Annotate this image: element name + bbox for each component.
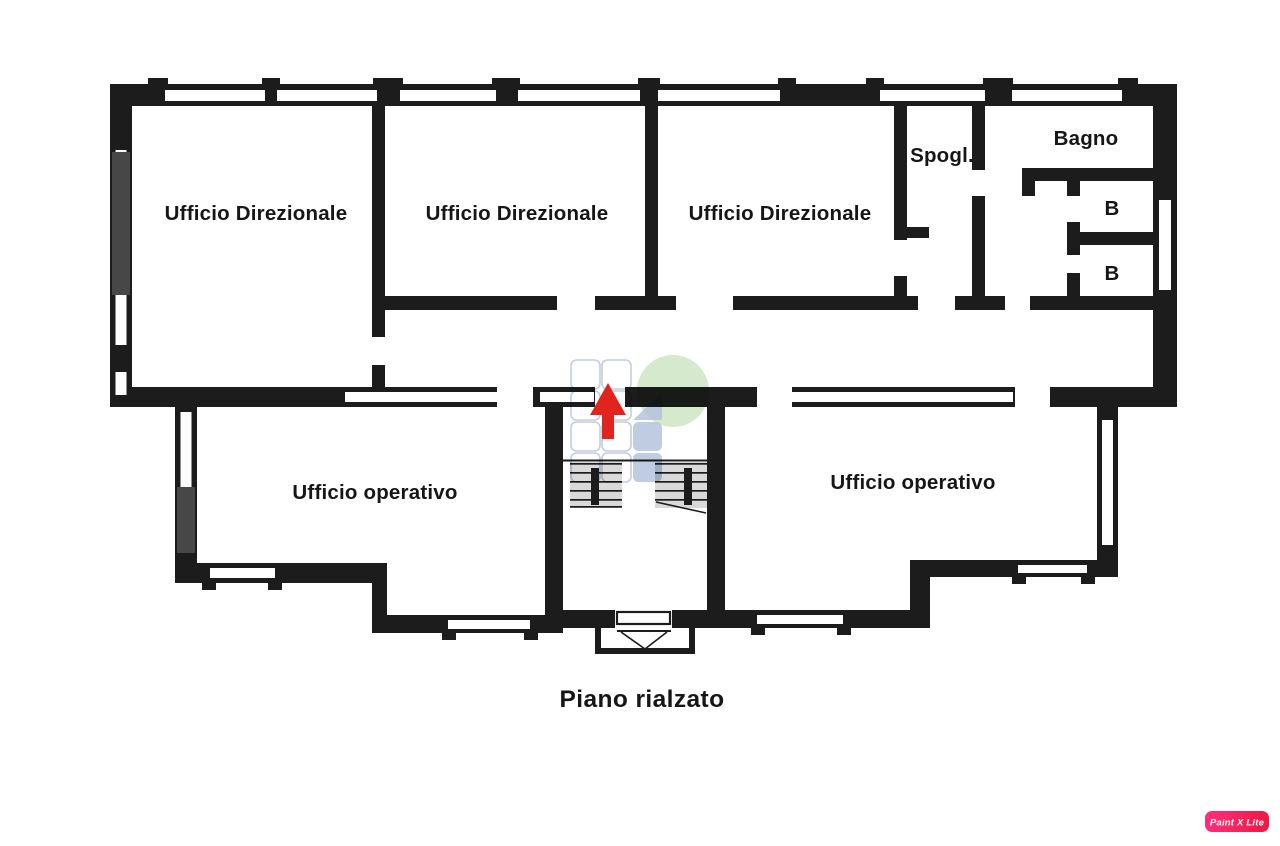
label-ufficio-operativo-destra: Ufficio operativo — [830, 471, 995, 494]
corridor-region — [385, 310, 1153, 387]
label-ufficio-direzionale-3: Ufficio Direzionale — [689, 202, 872, 225]
label-ufficio-direzionale-2: Ufficio Direzionale — [426, 202, 609, 225]
window-glazing-bands — [112, 152, 195, 553]
logo-tiles-filled — [633, 392, 662, 482]
label-ufficio-direzionale-1: Ufficio Direzionale — [165, 202, 348, 225]
agency-logo-watermark — [570, 355, 709, 483]
floor-caption: Piano rialzato — [560, 686, 725, 713]
room-region-ufficio-direzionale-1 — [132, 106, 372, 386]
label-ufficio-operativo-sinistra: Ufficio operativo — [292, 481, 457, 504]
entrance-vestibule — [595, 610, 695, 654]
paint-x-lite-badge-label: Paint X Lite — [1210, 818, 1265, 829]
paint-x-lite-badge: Paint X Lite — [1205, 811, 1269, 832]
windows-and-door-openings — [115, 90, 1171, 630]
label-b2: B — [1104, 262, 1119, 285]
label-b1: B — [1104, 197, 1119, 220]
walls — [110, 78, 1177, 640]
label-spogliatoio: Spogl. — [910, 144, 974, 167]
entrance-door-swing — [620, 631, 668, 650]
room-region-ufficio-direzionale-3 — [658, 106, 894, 296]
label-bagno: Bagno — [1054, 127, 1119, 150]
wall-solid-segments — [110, 345, 132, 372]
up-arrow-icon — [590, 383, 626, 439]
room-region-spogliatoio — [907, 106, 972, 296]
room-region-ufficio-direzionale-2 — [385, 106, 645, 296]
